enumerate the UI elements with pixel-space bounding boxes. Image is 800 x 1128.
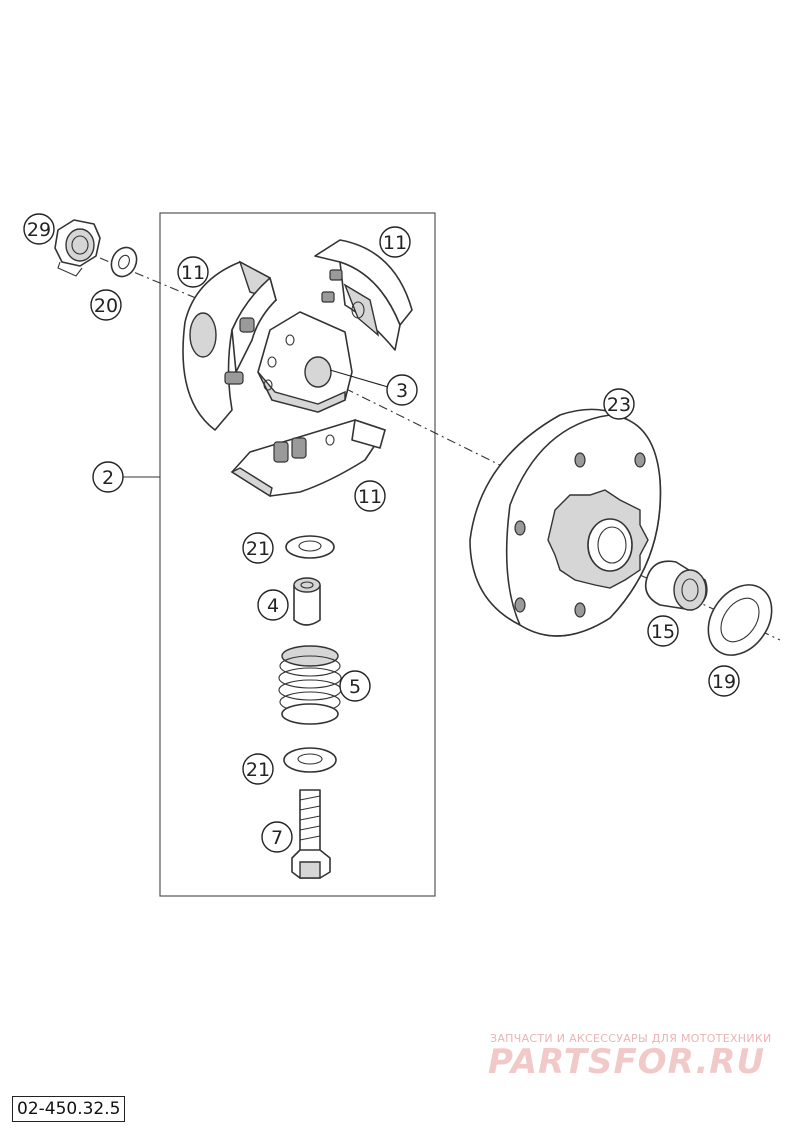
part-21-washer-upper (285, 535, 335, 559)
callout-11-right: 11 (379, 226, 411, 258)
callout-19: 19 (708, 665, 740, 697)
part-5-spring (278, 645, 342, 725)
callout-5: 5 (339, 670, 371, 702)
part-19-thrust-washer (707, 584, 773, 656)
part-23-clutch-drum (469, 408, 662, 637)
svg-text:21: 21 (246, 759, 270, 781)
part-29-flange-nut (54, 219, 101, 277)
svg-text:11: 11 (383, 232, 407, 254)
part-20-washer (110, 246, 138, 278)
part-4-bushing (293, 577, 321, 626)
part-11-clutch-shoe-right (314, 239, 413, 351)
svg-text:2: 2 (102, 467, 114, 489)
svg-text:20: 20 (94, 295, 118, 317)
callout-23: 23 (603, 388, 635, 420)
diagram-reference-code: 02-450.32.5 (12, 1096, 126, 1122)
part-11-clutch-shoe-lower (230, 419, 386, 498)
svg-text:11: 11 (358, 486, 382, 508)
svg-text:5: 5 (349, 676, 361, 698)
svg-text:7: 7 (271, 827, 283, 849)
svg-text:4: 4 (267, 595, 279, 617)
callout-2: 2 (92, 461, 124, 493)
callout-21-upper: 21 (242, 532, 274, 564)
svg-text:15: 15 (651, 621, 675, 643)
part-21-washer-lower (283, 747, 337, 773)
watermark-subtitle: ЗАПЧАСТИ И АКСЕССУАРЫ ДЛЯ МОТОТЕХНИКИ (490, 1032, 772, 1045)
svg-text:3: 3 (396, 380, 408, 402)
callout-7: 7 (261, 821, 293, 853)
callout-4: 4 (257, 589, 289, 621)
axis-line-main (327, 379, 511, 471)
callout-21-lower: 21 (242, 753, 274, 785)
callout-15: 15 (647, 615, 679, 647)
svg-text:29: 29 (27, 219, 51, 241)
part-11-clutch-shoe-left (182, 260, 278, 431)
svg-text:21: 21 (246, 538, 270, 560)
watermark-brand: PARTSFOR.RU (488, 1042, 766, 1082)
part-3-carrier-plate (257, 311, 353, 413)
part-7-bolt (291, 789, 331, 879)
svg-text:23: 23 (607, 394, 631, 416)
callout-3: 3 (329, 369, 418, 406)
callout-29: 29 (23, 213, 55, 245)
callout-11-left: 11 (177, 256, 209, 288)
part-15-needle-bearing (644, 560, 708, 611)
callout-11-lower: 11 (354, 480, 386, 512)
callout-20: 20 (90, 289, 122, 321)
assembly-group-frame (159, 212, 436, 897)
svg-text:11: 11 (181, 262, 205, 284)
svg-text:19: 19 (712, 671, 736, 693)
